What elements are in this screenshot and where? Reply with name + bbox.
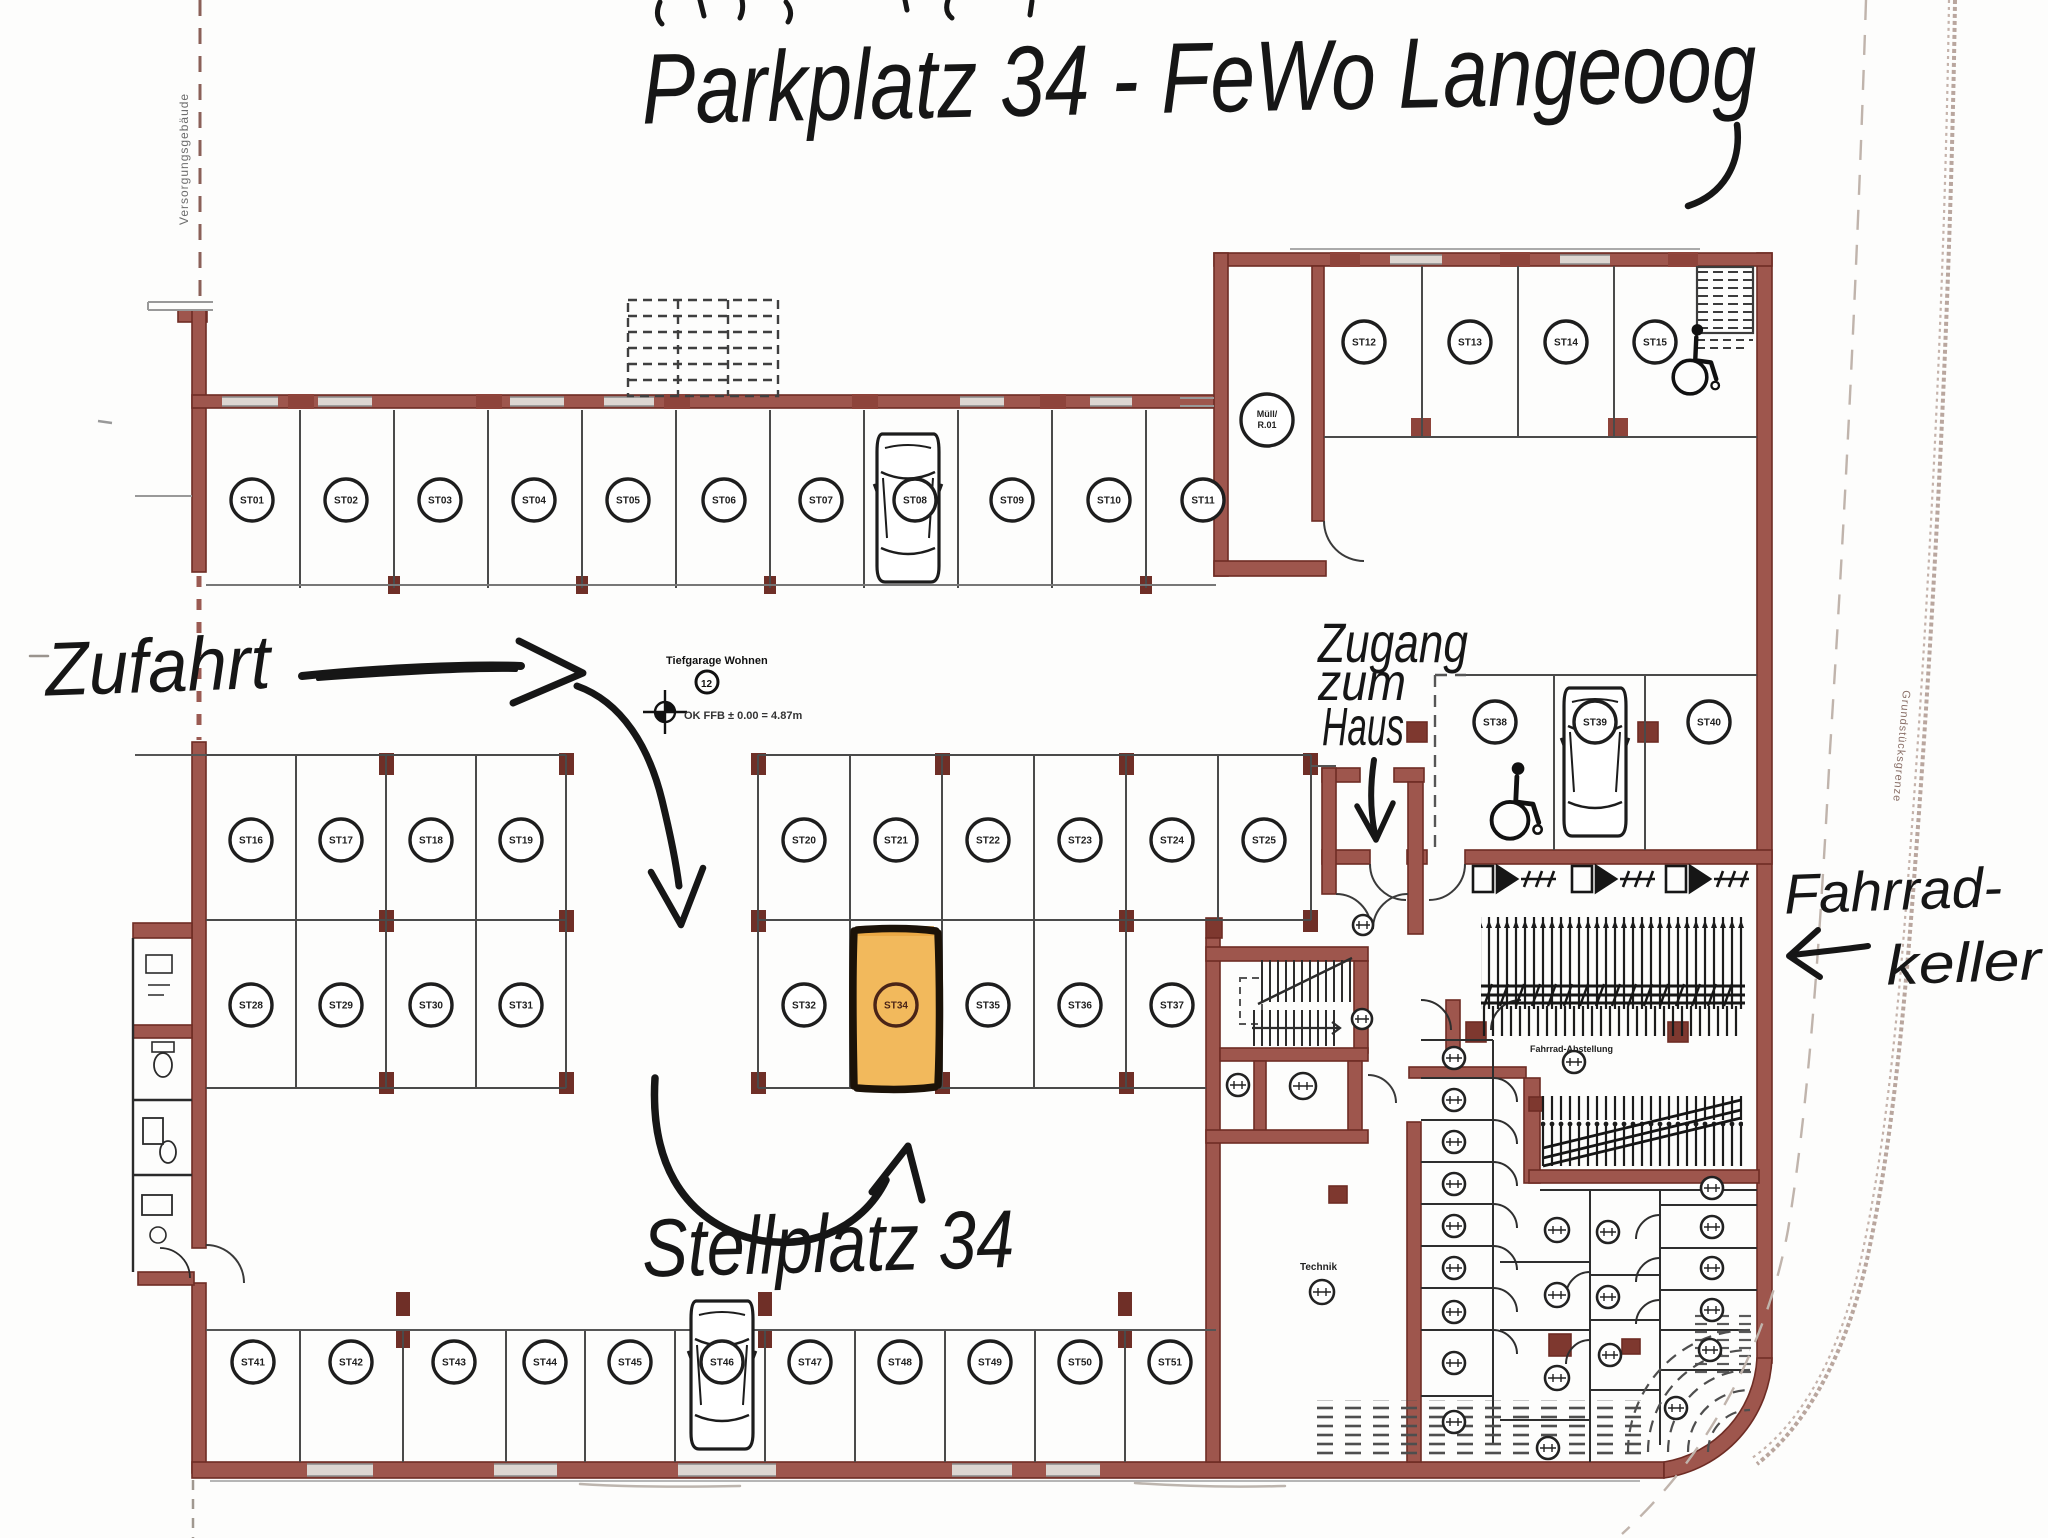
svg-text:ST05: ST05 — [616, 496, 640, 507]
svg-text:ST04: ST04 — [522, 496, 546, 507]
svg-text:ST13: ST13 — [1458, 338, 1482, 349]
svg-text:Stellplatz 34: Stellplatz 34 — [641, 1194, 1015, 1295]
svg-text:ST17: ST17 — [329, 836, 353, 847]
svg-text:ST06: ST06 — [712, 496, 736, 507]
svg-text:ST24: ST24 — [1160, 836, 1184, 847]
svg-text:ST34: ST34 — [884, 1001, 908, 1012]
svg-text:ST01: ST01 — [240, 496, 264, 507]
svg-text:Müll/: Müll/ — [1257, 409, 1278, 419]
svg-text:ST44: ST44 — [533, 1358, 557, 1369]
svg-text:Technik: Technik — [1300, 1262, 1337, 1273]
svg-text:ST11: ST11 — [1191, 496, 1215, 507]
svg-text:ST18: ST18 — [419, 836, 443, 847]
svg-text:ST37: ST37 — [1160, 1001, 1184, 1012]
svg-text:ST35: ST35 — [976, 1001, 1000, 1012]
svg-text:Zugang: Zugang — [1316, 611, 1468, 674]
svg-text:ST30: ST30 — [419, 1001, 443, 1012]
svg-text:ST23: ST23 — [1068, 836, 1092, 847]
svg-text:ST49: ST49 — [978, 1358, 1002, 1369]
svg-text:ST08: ST08 — [903, 496, 927, 507]
svg-text:ST14: ST14 — [1554, 338, 1578, 349]
svg-text:ST47: ST47 — [798, 1358, 822, 1369]
svg-text:ST39: ST39 — [1583, 718, 1607, 729]
svg-text:ST22: ST22 — [976, 836, 1000, 847]
svg-text:ST12: ST12 — [1352, 338, 1376, 349]
svg-text:ST32: ST32 — [792, 1001, 816, 1012]
svg-text:ST10: ST10 — [1097, 496, 1121, 507]
svg-text:ST21: ST21 — [884, 836, 908, 847]
svg-text:ST36: ST36 — [1068, 1001, 1092, 1012]
svg-text:R.01: R.01 — [1257, 420, 1276, 430]
svg-text:zum: zum — [1317, 654, 1406, 712]
svg-text:OK FFB ± 0.00 = 4.87m: OK FFB ± 0.00 = 4.87m — [684, 710, 802, 722]
svg-text:keller: keller — [1885, 928, 2045, 996]
svg-text:ST31: ST31 — [509, 1001, 533, 1012]
svg-text:ST48: ST48 — [888, 1358, 912, 1369]
svg-text:ST40: ST40 — [1697, 718, 1721, 729]
svg-text:ST43: ST43 — [442, 1358, 466, 1369]
svg-text:ST19: ST19 — [509, 836, 533, 847]
svg-text:ST28: ST28 — [239, 1001, 263, 1012]
svg-text:ST25: ST25 — [1252, 836, 1276, 847]
svg-text:ST51: ST51 — [1158, 1358, 1182, 1369]
svg-text:Fahrrad-Abstellung: Fahrrad-Abstellung — [1530, 1044, 1613, 1054]
svg-text:Versorgungsgebäude: Versorgungsgebäude — [177, 93, 191, 225]
svg-text:12: 12 — [701, 679, 713, 690]
svg-text:Tiefgarage Wohnen: Tiefgarage Wohnen — [666, 655, 768, 667]
svg-text:ST09: ST09 — [1000, 496, 1024, 507]
svg-text:ST50: ST50 — [1068, 1358, 1092, 1369]
svg-text:ST46: ST46 — [710, 1358, 734, 1369]
svg-text:Zufahrt: Zufahrt — [42, 620, 274, 713]
svg-text:ST38: ST38 — [1483, 718, 1507, 729]
svg-text:ST16: ST16 — [239, 836, 263, 847]
svg-text:ST41: ST41 — [241, 1358, 265, 1369]
svg-text:ST42: ST42 — [339, 1358, 363, 1369]
svg-text:ST07: ST07 — [809, 496, 833, 507]
svg-text:Parkplatz 34 - FeWo Langeoog: Parkplatz 34 - FeWo Langeoog — [640, 10, 1757, 145]
svg-text:ST03: ST03 — [428, 496, 452, 507]
svg-text:ST29: ST29 — [329, 1001, 353, 1012]
svg-text:ST02: ST02 — [334, 496, 358, 507]
svg-text:Haus: Haus — [1322, 697, 1404, 757]
svg-text:ST45: ST45 — [618, 1358, 642, 1369]
svg-text:ST15: ST15 — [1643, 338, 1667, 349]
svg-text:Fahrrad-: Fahrrad- — [1783, 855, 2003, 926]
svg-text:ST20: ST20 — [792, 836, 816, 847]
